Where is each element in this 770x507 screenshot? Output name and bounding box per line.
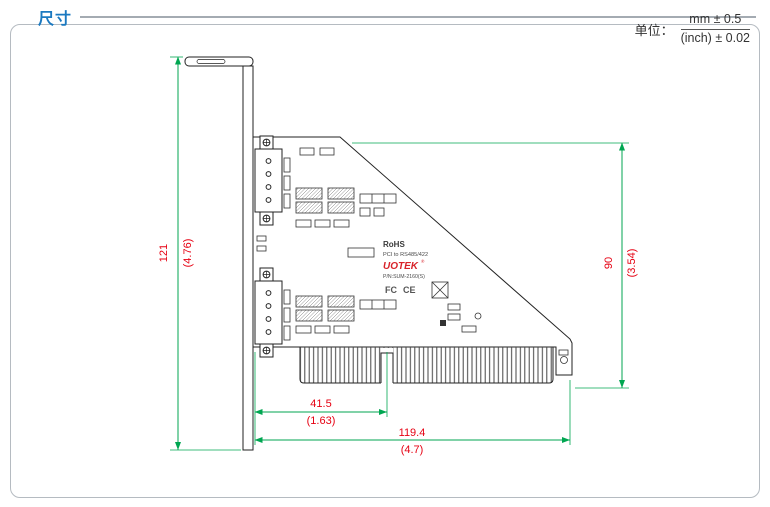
- section-header: 尺寸: [38, 5, 756, 29]
- ce-mark: CE: [403, 285, 416, 295]
- db9-connector-2: [254, 267, 283, 358]
- corner-part: [558, 349, 569, 356]
- dim-board-height-inch: (3.54): [626, 249, 638, 278]
- dim-board-height-mm: 90: [603, 257, 615, 269]
- units-label: 单位：: [634, 22, 674, 38]
- pcb-silkscreen: RoHS PCI to RS485/422 UOTEK ® P/N:SUM-21…: [383, 240, 428, 295]
- bracket-top-tab: [184, 56, 254, 67]
- pcb-components: [256, 147, 482, 341]
- part-number-label: P/N:SUM-2160(S): [383, 274, 425, 280]
- dim-edge-offset: 41.5 (1.63): [254, 352, 388, 445]
- dim-board-length-mm: 119.4: [399, 427, 426, 439]
- fcc-mark: FC: [385, 285, 397, 295]
- units-mm-tolerance: mm ± 0.5: [680, 12, 750, 30]
- corner-hole: [560, 356, 568, 364]
- page-title: 尺寸: [38, 11, 73, 28]
- bracket-body: [242, 65, 254, 451]
- title-rule: [80, 16, 756, 18]
- rohs-label: RoHS: [383, 240, 405, 249]
- dim-edge-offset-inch: (1.63): [307, 415, 336, 427]
- pci-edge-fingers: [299, 347, 554, 384]
- dim-board-height: 90 (3.54): [352, 142, 638, 389]
- units-fraction: mm ± 0.5 (inch) ± 0.02: [680, 12, 750, 46]
- dim-board-length: 119.4 (4.7): [254, 380, 571, 456]
- units-note: 单位： mm ± 0.5 (inch) ± 0.02: [635, 12, 750, 46]
- dim-bracket-height-inch: (4.76): [182, 239, 194, 268]
- brand-registered-mark: ®: [421, 258, 425, 264]
- dim-bracket-height-mm: 121: [158, 244, 170, 262]
- pci-bracket: [184, 56, 254, 451]
- connector-body: [254, 148, 283, 213]
- db9-connector-1: [254, 135, 283, 226]
- dim-board-length-inch: (4.7): [401, 444, 424, 456]
- brand-logo: UOTEK: [383, 261, 419, 272]
- units-inch-tolerance: (inch) ± 0.02: [680, 30, 750, 45]
- bracket-screw-slot: [196, 59, 226, 64]
- dim-bracket-height: 121 (4.76): [158, 56, 241, 451]
- product-label: PCI to RS485/422: [383, 252, 428, 258]
- dim-edge-offset-mm: 41.5: [310, 398, 331, 410]
